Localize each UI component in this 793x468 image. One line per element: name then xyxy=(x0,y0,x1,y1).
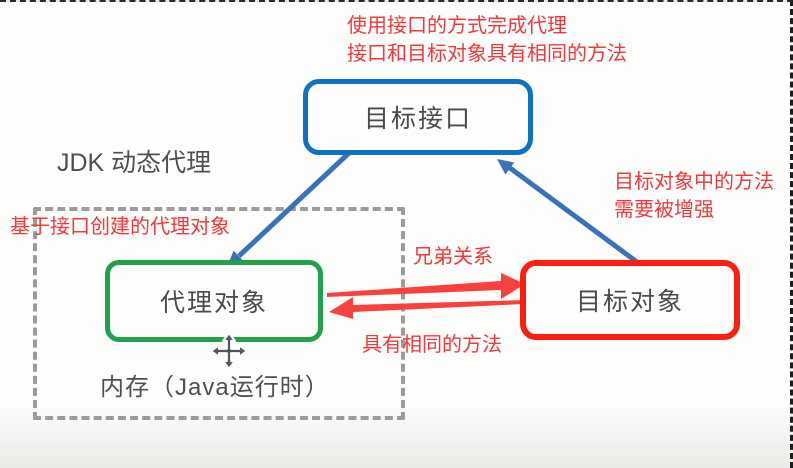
diagram-title: JDK 动态代理 xyxy=(57,149,212,177)
node-target-interface[interactable]: 目标接口 xyxy=(303,79,533,155)
node-proxy-object[interactable]: 代理对象 xyxy=(105,260,323,342)
move-icon[interactable] xyxy=(207,329,251,373)
same-methods-label: 具有相同的方法 xyxy=(362,334,502,356)
sibling-relation-label: 兄弟关系 xyxy=(413,246,493,268)
header-note-line1: 使用接口的方式完成代理 xyxy=(347,15,567,37)
proxy-creation-note: 基于接口创建的代理对象 xyxy=(10,216,230,238)
target-enhance-note: 目标对象中的方法 需要被增强 xyxy=(614,168,774,224)
header-note-line2: 接口和目标对象具有相同的方法 xyxy=(347,43,627,65)
node-target-interface-label: 目标接口 xyxy=(363,105,472,133)
target-enhance-note-line2: 需要被增强 xyxy=(614,199,714,221)
memory-region-label: 内存（Java运行时） xyxy=(100,374,330,401)
node-target-object[interactable]: 目标对象 xyxy=(520,260,740,340)
header-note: 使用接口的方式完成代理 接口和目标对象具有相同的方法 xyxy=(347,12,627,68)
target-enhance-note-line1: 目标对象中的方法 xyxy=(614,171,774,193)
node-target-object-label: 目标对象 xyxy=(575,288,684,316)
node-proxy-object-label: 代理对象 xyxy=(159,289,268,317)
